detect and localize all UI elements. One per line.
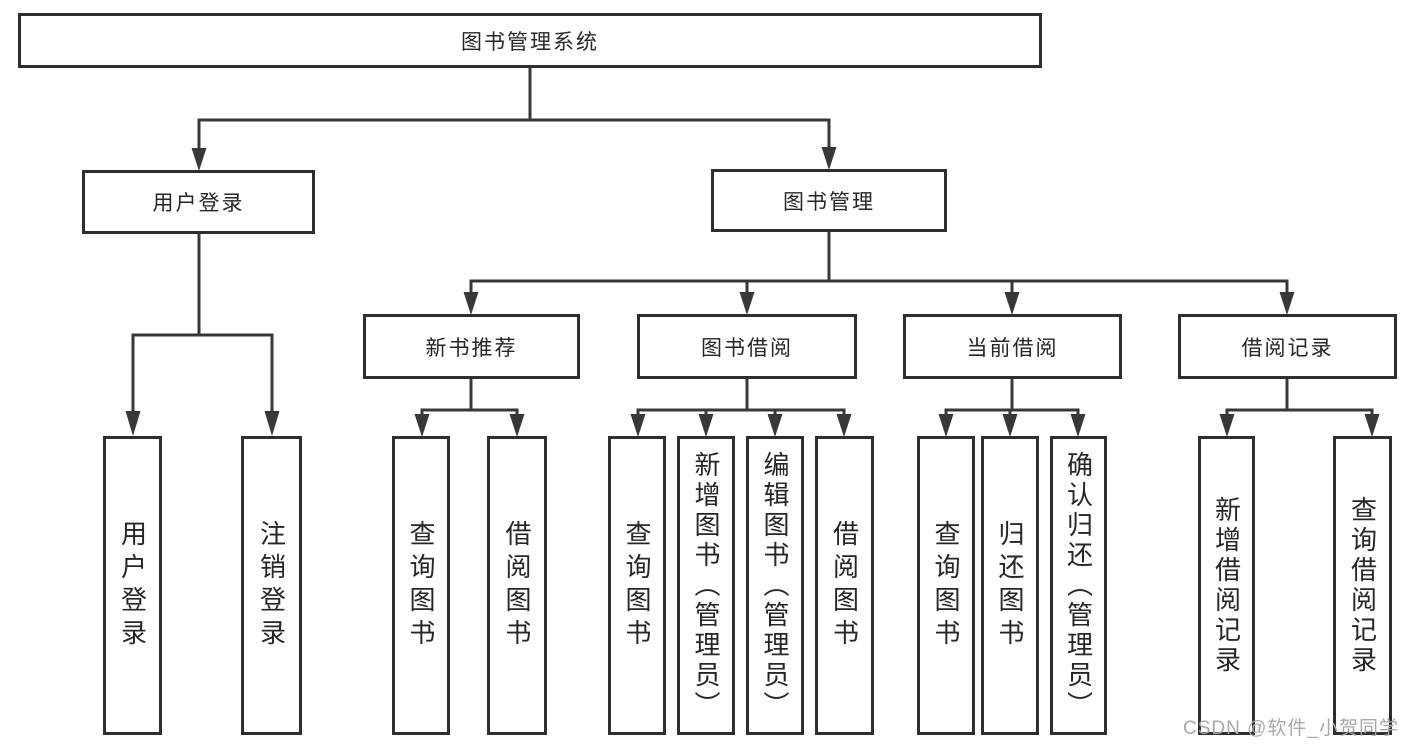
leaf-label: 查询图书: [622, 519, 652, 652]
leaf-query-borrow-record: 查询借阅记录: [1333, 436, 1392, 735]
arrow-to-book-borrow: [739, 281, 755, 315]
leaf-logout: 注销登录: [241, 436, 302, 735]
node-user-login-label: 用户登录: [152, 192, 245, 215]
arrow-leaf: [509, 410, 525, 437]
arrow-to-user-login: [191, 120, 207, 171]
leaf-add-books-admin: 新增图书（管理员）: [677, 436, 735, 735]
node-book-management-label: 图书管理: [783, 190, 875, 214]
arrow-leaf: [767, 410, 783, 437]
arrow-leaf: [698, 410, 714, 437]
leaf-confirm-return-admin: 确认归还（管理员）: [1050, 436, 1107, 735]
leaf-label: 用户登录: [117, 519, 148, 652]
arrow-leaf: [1364, 410, 1380, 437]
node-root: 图书管理系统: [18, 13, 1042, 68]
node-new-book-recommend-label: 新书推荐: [425, 336, 518, 360]
leaf-label: 新增借阅记录: [1211, 495, 1242, 676]
node-new-book-recommend: 新书推荐: [363, 314, 580, 379]
leaf-label: 查询借阅记录: [1347, 495, 1378, 676]
arrow-to-new-book-recommend: [463, 281, 479, 315]
leaf-borrow-books-2: 借阅图书: [815, 436, 874, 735]
leaf-label: 借阅图书: [829, 519, 860, 652]
leaf-return-books: 归还图书: [981, 436, 1039, 735]
arrow-leaf: [1002, 410, 1018, 437]
leaf-label: 注销登录: [256, 519, 287, 652]
leaf-query-books-1: 查询图书: [392, 436, 450, 735]
arrow-leaf: [836, 410, 852, 437]
arrow-to-user-login-leaf: [125, 335, 141, 436]
arrow-to-book-management: [821, 120, 837, 170]
arrow-to-logout-leaf: [264, 335, 280, 436]
leaf-label: 归还图书: [995, 519, 1025, 652]
node-book-borrow: 图书借阅: [637, 314, 857, 379]
node-root-label: 图书管理系统: [461, 30, 599, 54]
leaf-label: 新增图书（管理员）: [691, 450, 721, 721]
node-borrow-records: 借阅记录: [1178, 314, 1397, 379]
leaf-add-borrow-record: 新增借阅记录: [1198, 436, 1255, 735]
arrow-to-current-borrow: [1004, 281, 1020, 315]
node-current-borrow: 当前借阅: [903, 314, 1122, 379]
arrow-leaf: [938, 410, 954, 437]
arrow-to-borrow-records: [1279, 281, 1295, 315]
node-book-borrow-label: 图书借阅: [701, 336, 793, 360]
leaf-label: 查询图书: [406, 519, 436, 652]
leaf-label: 编辑图书（管理员）: [760, 450, 790, 721]
leaf-user-login: 用户登录: [103, 436, 162, 735]
node-borrow-records-label: 借阅记录: [1241, 336, 1334, 360]
arrow-leaf: [1219, 410, 1235, 437]
leaf-label: 查询图书: [931, 519, 961, 652]
arrow-leaf: [1070, 410, 1086, 437]
arrow-leaf: [630, 410, 646, 437]
leaf-label: 确认归还（管理员）: [1063, 450, 1094, 721]
leaf-query-books-3: 查询图书: [917, 436, 975, 735]
arrow-leaf: [414, 410, 430, 437]
watermark: CSDN @软件_小贺同学: [1183, 718, 1399, 739]
node-user-login: 用户登录: [82, 170, 315, 234]
leaf-label: 借阅图书: [502, 519, 532, 652]
leaf-edit-books-admin: 编辑图书（管理员）: [746, 436, 804, 735]
leaf-query-books-2: 查询图书: [608, 436, 666, 735]
node-book-management: 图书管理: [711, 169, 947, 232]
leaf-borrow-books-1: 借阅图书: [487, 436, 547, 735]
node-current-borrow-label: 当前借阅: [966, 336, 1059, 360]
